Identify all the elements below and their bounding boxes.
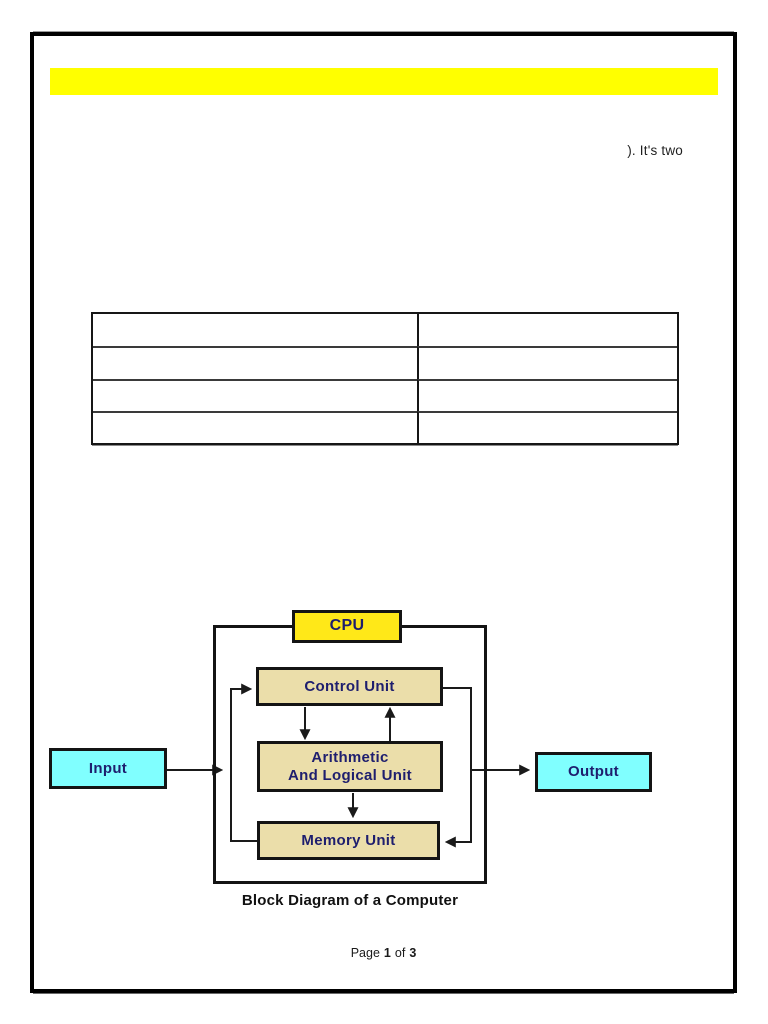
table-cell (416, 378, 677, 411)
table-cell (93, 314, 417, 346)
alu-label-line1: Arithmetic (311, 749, 389, 767)
table-cell (93, 410, 417, 443)
table-cell (416, 346, 677, 379)
footer-of-label: of (394, 946, 406, 960)
alu-box: Arithmetic And Logical Unit (257, 741, 443, 792)
highlighted-title-bar (50, 68, 718, 95)
output-box: Output (535, 752, 652, 792)
footer-page-label: Page (350, 946, 380, 960)
diagram-caption: Block Diagram of a Computer (241, 892, 459, 909)
info-table (91, 312, 679, 445)
table-cell (416, 410, 677, 443)
cpu-box: CPU (292, 610, 402, 643)
alu-label-line2: And Logical Unit (288, 766, 412, 784)
footer-page-total: 3 (409, 946, 417, 960)
paragraph-fragment: ). It's two (627, 143, 683, 158)
alu-label: Arithmetic And Logical Unit (288, 749, 412, 784)
table-cell (93, 346, 417, 378)
control-unit-box: Control Unit (256, 667, 443, 706)
footer-page-number: 1 (383, 946, 391, 960)
input-box: Input (49, 748, 167, 789)
table-cell (93, 378, 417, 411)
memory-unit-box: Memory Unit (257, 821, 440, 860)
table-cell (416, 314, 677, 347)
